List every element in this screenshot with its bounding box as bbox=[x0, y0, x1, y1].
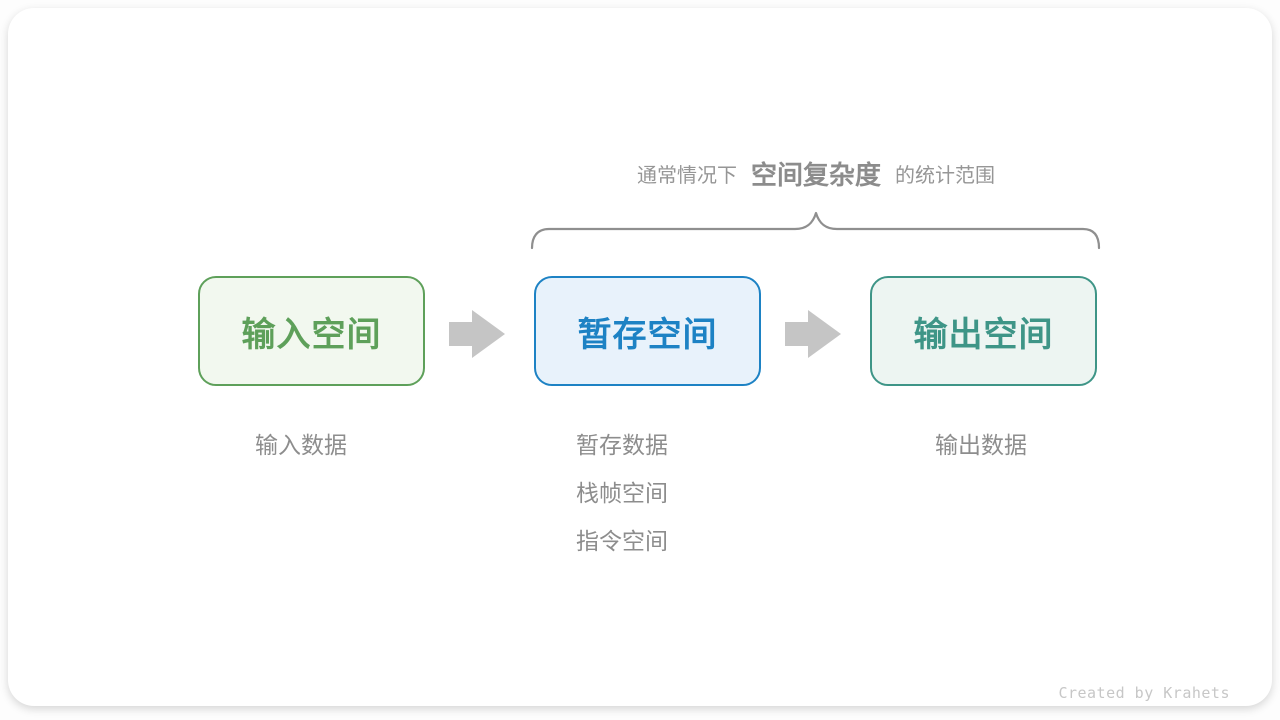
temporary-space-label: 暂存空间 bbox=[577, 314, 718, 355]
note-line: 输入数据 bbox=[255, 433, 347, 459]
annotation-highlight: 空间复杂度 bbox=[750, 160, 881, 191]
note-line: 栈帧空间 bbox=[576, 481, 668, 507]
temporary-space-box: 暂存空间 bbox=[534, 276, 761, 386]
temporary-space-notes: 暂存数据 栈帧空间 指令空间 bbox=[576, 422, 668, 566]
annotation-prefix: 通常情况下 bbox=[636, 162, 737, 187]
output-space-label: 输出空间 bbox=[913, 314, 1054, 355]
input-space-box: 输入空间 bbox=[198, 276, 425, 386]
output-space-note: 输出数据 bbox=[935, 432, 1027, 460]
curly-brace-icon bbox=[530, 211, 1101, 250]
note-line: 暂存数据 bbox=[576, 433, 668, 459]
annotation-suffix: 的统计范围 bbox=[895, 162, 995, 187]
note-line: 输出数据 bbox=[935, 433, 1027, 459]
input-space-note: 输入数据 bbox=[255, 432, 347, 460]
note-line: 指令空间 bbox=[576, 529, 668, 555]
output-space-box: 输出空间 bbox=[870, 276, 1097, 386]
input-space-label: 输入空间 bbox=[241, 314, 382, 355]
arrow-right-icon bbox=[449, 310, 505, 358]
arrow-right-icon bbox=[785, 310, 841, 358]
credit-text: Created by Krahets bbox=[1058, 684, 1230, 702]
diagram-card: 通常情况下 空间复杂度 的统计范围 输入空间 暂存空间 输出空间 输入数据 暂存… bbox=[8, 8, 1272, 706]
scope-annotation: 通常情况下 空间复杂度 的统计范围 bbox=[416, 152, 1216, 194]
